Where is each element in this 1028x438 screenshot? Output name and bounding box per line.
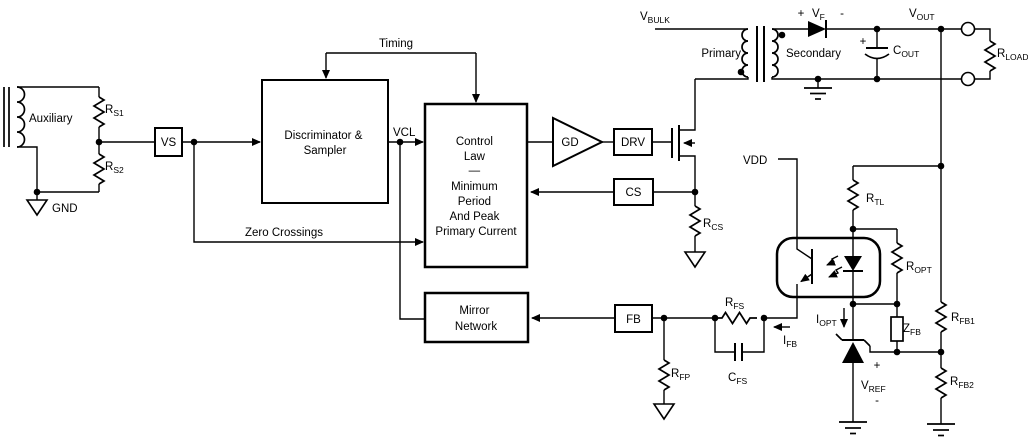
gnd-label: GND xyxy=(52,203,78,215)
drv-label: DRV xyxy=(621,137,645,149)
resistor-rfb1 xyxy=(934,301,948,368)
gd-label: GD xyxy=(561,137,578,149)
mirror-network-label: Mirror Network xyxy=(455,305,497,333)
zero-crossings-label: Zero Crossings xyxy=(245,227,323,239)
resistor-rtl xyxy=(846,166,860,229)
transformer-secondary xyxy=(771,28,961,80)
control-law-label: Control Law — Minimum Period And Peak Pr… xyxy=(435,136,517,238)
junction-dot xyxy=(937,25,945,33)
rs2-label: RS2 xyxy=(105,161,124,175)
transformer-core xyxy=(756,26,765,82)
junction-dot xyxy=(396,138,404,146)
vdd-label: VDD xyxy=(743,155,767,167)
capacitor-cout xyxy=(864,29,890,79)
resistor-rload xyxy=(960,21,997,87)
wire-vcl-to-mirror xyxy=(399,142,425,320)
wire-timing xyxy=(322,52,480,103)
light-arrow xyxy=(828,266,843,278)
cout-label: COUT xyxy=(893,45,919,59)
junction-dot xyxy=(760,314,768,322)
cfs-label: CFS xyxy=(728,372,748,386)
junction-dot xyxy=(893,348,901,356)
vf-minus-label: - xyxy=(840,8,844,20)
opto-package xyxy=(775,236,882,299)
vbulk-label: VBULK xyxy=(640,11,670,25)
junction-dot xyxy=(814,75,822,83)
vf-plus-label: + xyxy=(798,8,805,20)
rfb2-label: RFB2 xyxy=(950,376,974,390)
rfb1-label: RFB1 xyxy=(951,312,975,326)
ropt-label: ROPT xyxy=(906,261,932,275)
capacitor-cfs xyxy=(714,318,765,361)
light-arrow xyxy=(826,255,839,266)
fb-label: FB xyxy=(626,314,641,326)
vref-label: VREF xyxy=(861,380,886,394)
gd-amplifier xyxy=(552,116,605,168)
resistor-rfs xyxy=(715,310,757,326)
resistor-ropt xyxy=(890,229,904,304)
resistor-rs2 xyxy=(92,142,106,192)
transformer-primary xyxy=(655,28,749,80)
rtl-label: RTL xyxy=(866,193,885,207)
control-law-block xyxy=(423,102,529,269)
opto-led xyxy=(844,256,862,271)
resistor-rfb2 xyxy=(927,367,955,437)
gnd-symbol-aux xyxy=(25,192,49,217)
rfs-label: RFS xyxy=(725,297,745,311)
impedance-zfb xyxy=(890,304,904,352)
secondary-label: Secondary xyxy=(786,48,841,60)
rfp-label: RFP xyxy=(671,368,691,382)
fb-block xyxy=(614,304,653,333)
junction-dot xyxy=(873,75,881,83)
shunt-regulator-tl431 xyxy=(835,304,941,435)
discriminator-sampler-block xyxy=(261,79,389,204)
junction-dot xyxy=(873,25,881,33)
auxiliary-label: Auxiliary xyxy=(29,113,73,125)
junction-dot xyxy=(937,162,945,170)
iopt-label: IOPT xyxy=(816,314,837,328)
vcl-label: VCL xyxy=(393,127,416,139)
mirror-network-block xyxy=(423,291,530,344)
discriminator-sampler-label: Discriminator & Sampler xyxy=(284,130,365,157)
timing-label: Timing xyxy=(379,38,413,50)
primary-label: Primary xyxy=(701,48,741,60)
cs-label: CS xyxy=(626,187,642,199)
resistor-rcs xyxy=(683,192,707,269)
vs-block-label: VS xyxy=(161,137,177,149)
vref-minus-label: - xyxy=(875,395,879,407)
junction-dot xyxy=(711,314,719,322)
wire-zero-crossings xyxy=(193,142,424,246)
resistor-rfp xyxy=(652,318,676,421)
mosfet xyxy=(671,79,696,192)
rcs-label: RCS xyxy=(703,218,723,232)
ifb-label: IFB xyxy=(783,335,797,349)
zfb-label: ZFB xyxy=(903,323,921,337)
cout-plus-label: + xyxy=(860,36,867,48)
optocoupler xyxy=(764,229,882,319)
junction-dot xyxy=(33,188,41,196)
rload-label: RLOAD xyxy=(997,48,1028,62)
rs1-label: RS1 xyxy=(105,104,124,118)
wire-vdd-to-opto xyxy=(778,158,813,260)
vf-label: VF xyxy=(812,8,825,22)
auxiliary-winding xyxy=(3,86,99,193)
vref-plus-label: + xyxy=(874,360,881,372)
resistor-rs1 xyxy=(92,87,106,142)
vout-label: VOUT xyxy=(909,8,935,22)
